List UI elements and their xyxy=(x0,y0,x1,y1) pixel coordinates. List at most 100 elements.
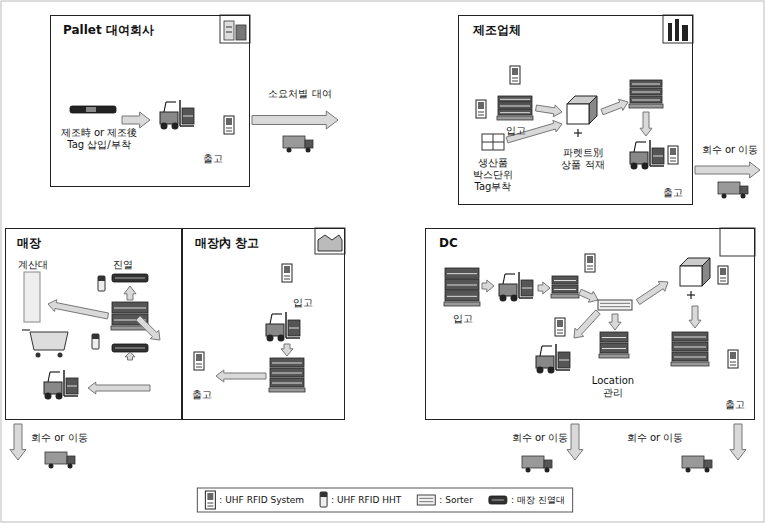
display-shelf-icon xyxy=(112,344,148,352)
flow-arrow-part xyxy=(88,382,150,394)
pallet-stack-part xyxy=(554,289,576,290)
step-label: 생산품 박스단위 Tag부착 xyxy=(468,157,518,193)
pallet-stack-part xyxy=(444,302,480,306)
sorter-icon-part xyxy=(600,306,630,307)
rfid-system-icon-part xyxy=(512,78,518,79)
step-label: 입고 xyxy=(499,125,533,137)
pallet-stack xyxy=(497,96,533,120)
rfid-system-icon xyxy=(718,266,728,284)
rfid-system-icon-part xyxy=(512,81,518,82)
rfid-hht-icon-part xyxy=(92,334,99,339)
forklift-part xyxy=(650,165,664,167)
step-label: 진열 xyxy=(106,259,140,271)
loaded-pallet-box xyxy=(567,96,597,137)
rfid-system-icon-part xyxy=(720,268,726,275)
pallet-stack-part xyxy=(498,109,532,115)
truck-part xyxy=(741,194,746,199)
forklift-part xyxy=(270,314,272,324)
forklift-part xyxy=(48,372,50,382)
pallet-stack-part xyxy=(500,106,530,107)
product-boxes-part xyxy=(482,142,504,143)
legend-text: : 매장 진열대 xyxy=(511,495,565,506)
forklift-part xyxy=(652,148,664,164)
panel-title: Pallet 대여회사 xyxy=(63,23,154,37)
rfid-system-icon-part xyxy=(728,350,738,368)
forklift-part xyxy=(642,163,649,170)
pallet-stack-part xyxy=(445,268,479,278)
rfid-system-icon-part xyxy=(587,256,593,263)
step-label: 파렛트別 상품 적재 xyxy=(555,147,611,171)
rfid-system-icon-part xyxy=(555,318,565,336)
loaded-pallet-box-part xyxy=(702,258,710,286)
rfid-system-icon-part xyxy=(196,364,202,365)
checkout-counter xyxy=(24,272,40,322)
pallet-stack-part xyxy=(447,273,477,274)
pallet-stack-part xyxy=(447,285,477,286)
flow-arrow-part xyxy=(730,424,746,460)
flow-arrow-part xyxy=(10,424,26,460)
pallet-stack-part xyxy=(551,294,579,298)
checkout-counter-part xyxy=(24,272,40,322)
flow-arrow-part xyxy=(252,111,338,129)
forklift-part xyxy=(63,370,65,396)
forklift-part xyxy=(542,345,552,346)
sorter-icon xyxy=(417,495,435,505)
rfid-system-icon-part xyxy=(476,100,486,118)
sorter-icon-part xyxy=(417,495,435,505)
forklift xyxy=(499,272,533,302)
rfid-system-icon-part xyxy=(720,281,726,282)
rfid-system-icon-part xyxy=(730,352,736,359)
rfid-system-icon-part xyxy=(670,158,676,159)
rfid-system-icon-part xyxy=(670,148,676,155)
process-panel: 매장계산대진열 xyxy=(5,228,182,420)
rfid-system-icon-part xyxy=(670,161,676,162)
flow-arrow xyxy=(730,424,746,460)
rfid-system-icon-part xyxy=(512,68,518,75)
loaded-pallet-box-part xyxy=(680,266,702,286)
pallet-stack-part xyxy=(630,88,662,95)
forklift-part xyxy=(519,297,533,299)
sorter-icon xyxy=(598,300,632,310)
rfid-system-icon-part xyxy=(207,493,213,500)
rfid-system-icon-part xyxy=(478,115,484,116)
pallet-stack-part xyxy=(445,291,479,301)
product-boxes xyxy=(482,134,504,150)
process-panel: 매장內 창고입고출고 xyxy=(182,228,345,420)
pallet-stack-part xyxy=(269,388,305,392)
forklift-part xyxy=(182,108,194,124)
rfid-hht-icon-part xyxy=(98,276,105,281)
forklift-part xyxy=(518,272,520,298)
flow-arrow-part xyxy=(574,310,600,338)
pallet-stack-part xyxy=(630,80,662,87)
flow-arrow xyxy=(281,344,293,356)
legend-text: : UHF RFID HHT xyxy=(331,495,401,506)
truck xyxy=(682,456,712,473)
pallet-stack-part xyxy=(552,276,578,284)
pallet-stack xyxy=(269,358,305,392)
tag-pallet-part xyxy=(86,107,96,112)
rfid-system-icon-part xyxy=(557,330,563,331)
forklift-part xyxy=(289,328,299,329)
rfid-system-icon-part xyxy=(557,320,563,327)
rfid-system-icon-part xyxy=(205,491,215,509)
step-label: 입고 xyxy=(446,313,480,325)
rfid-system-icon xyxy=(585,254,595,272)
flow-arrow xyxy=(88,382,150,394)
process-panel: DC입고Location 관리출고 xyxy=(425,228,755,420)
forklift-part xyxy=(272,313,282,314)
pallet-stack-part xyxy=(500,112,530,113)
building-icon-part xyxy=(315,228,345,254)
truck-part xyxy=(544,460,552,468)
pallet-stack-part xyxy=(632,84,660,85)
sorter-icon-part xyxy=(419,498,433,499)
building-icon-part xyxy=(668,23,672,41)
rfid-hht-icon xyxy=(320,492,327,507)
rfid-system-icon-part xyxy=(585,254,595,272)
step-label: 제조時 or 제조後 Tag 삽입/부착 xyxy=(53,127,145,151)
flow-arrow xyxy=(640,112,652,136)
building-icon-part xyxy=(224,21,234,40)
flow-arrow-part xyxy=(136,316,160,340)
truck xyxy=(283,136,313,153)
building-icon-part xyxy=(226,32,232,33)
forklift-part xyxy=(630,152,648,164)
